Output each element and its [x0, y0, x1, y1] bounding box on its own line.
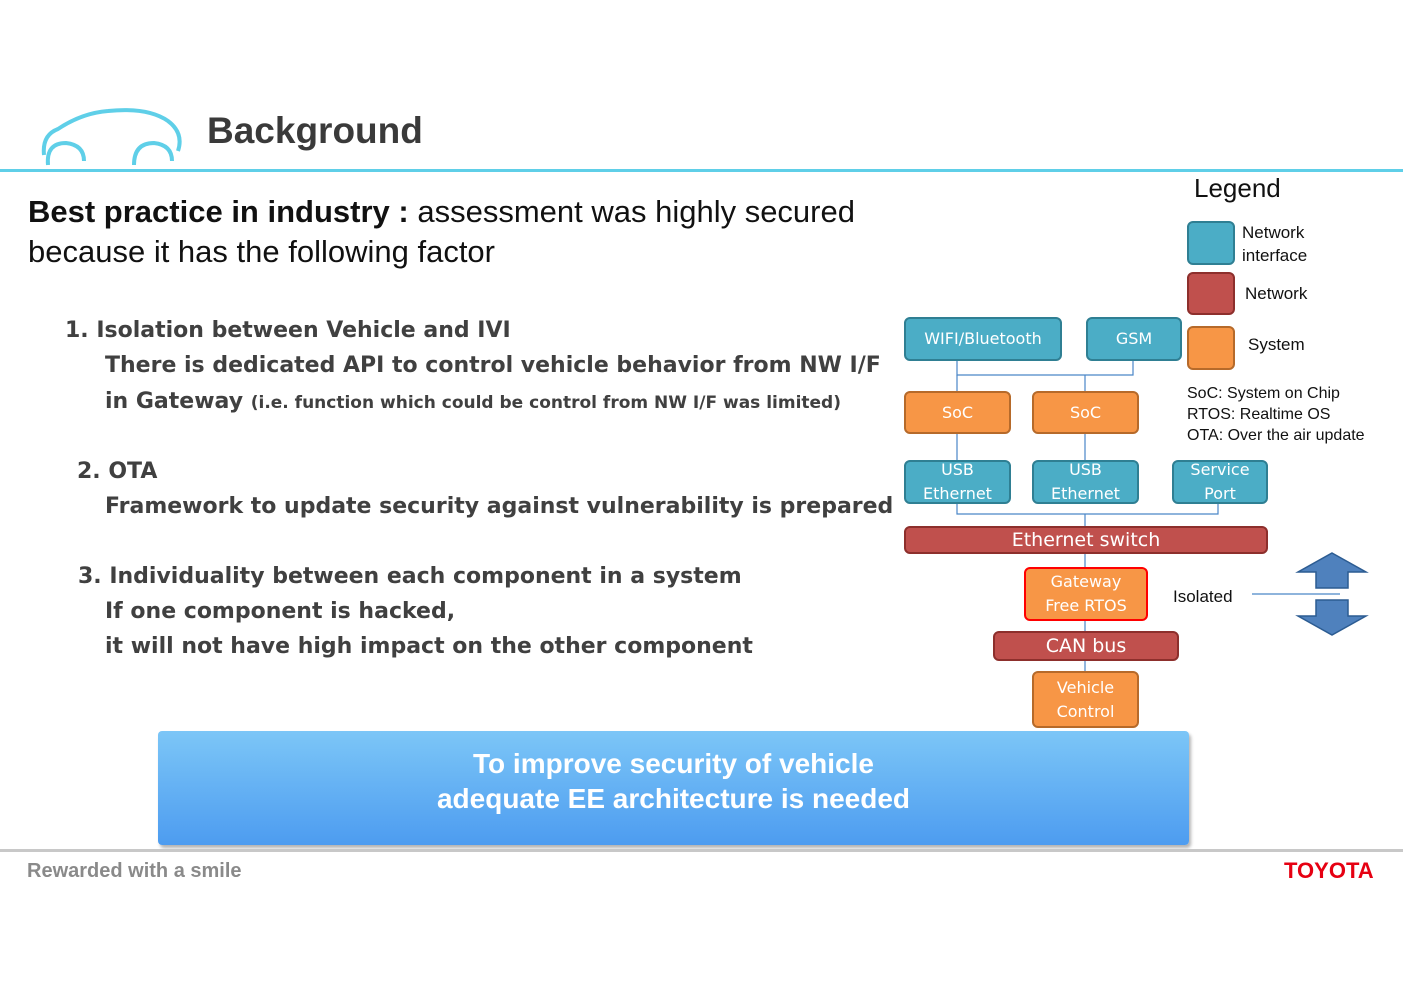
banner-line1: To improve security of vehicle [473, 748, 874, 779]
legend-swatch-system [1187, 326, 1235, 370]
arrow-down-icon [1295, 599, 1369, 636]
banner-line2: adequate EE architecture is needed [436, 783, 911, 814]
point-1-heading: 1. Isolation between Vehicle and IVI [65, 318, 511, 343]
footer-divider [0, 849, 1403, 852]
lead-text: Best practice in industry : assessment w… [28, 192, 928, 272]
legend-swatch-network-interface [1187, 221, 1235, 265]
footer-slogan: Rewarded with a smile [27, 860, 242, 882]
soc-box-1: SoC [904, 391, 1011, 434]
usb-ethernet-box-2: USB Ethernet [1032, 460, 1139, 504]
point-3-line1: If one component is hacked, [105, 599, 456, 624]
point-3-heading: 3. Individuality between each component … [78, 564, 742, 589]
abbrev-ota: OTA: Over the air update [1187, 427, 1365, 444]
can-bus-box: CAN bus [993, 631, 1179, 661]
lead-rest: assessment was highly secured [408, 194, 855, 229]
lead-bold: Best practice in industry : [28, 194, 409, 229]
arrow-up-icon [1295, 552, 1369, 589]
conclusion-banner: To improve security of vehicle adequate … [158, 731, 1189, 845]
vehicle-control-box: Vehicle Control [1032, 671, 1139, 728]
point-1-line2-note: (i.e. function which could be control fr… [250, 393, 841, 413]
legend-label-network-interface: Network interface [1242, 223, 1308, 265]
usb-ethernet-box-1: USB Ethernet [904, 460, 1011, 504]
point-3-line2: it will not have high impact on the othe… [105, 634, 753, 659]
legend-label-system: System [1248, 335, 1305, 354]
page-title: Background [207, 110, 423, 151]
abbrev-rtos: RTOS: Realtime OS [1187, 406, 1331, 423]
point-1-line2-main: in Gateway [105, 389, 244, 414]
point-2-line1: Framework to update security against vul… [105, 494, 894, 519]
ethernet-switch-box: Ethernet switch [904, 526, 1268, 554]
isolated-label: Isolated [1173, 587, 1233, 606]
header-divider [0, 169, 1403, 172]
gateway-box: Gateway Free RTOS [1024, 567, 1148, 621]
point-2-heading: 2. OTA [77, 459, 158, 484]
abbrev-soc: SoC: System on Chip [1187, 385, 1340, 402]
point-1-line2: in Gateway (i.e. function which could be… [105, 389, 841, 414]
car-logo-icon [41, 108, 182, 166]
point-1-line1: There is dedicated API to control vehicl… [105, 353, 881, 378]
legend-title: Legend [1194, 173, 1281, 203]
legend-swatch-network [1187, 272, 1235, 315]
legend-label-network: Network [1245, 284, 1308, 303]
legend-abbreviations: SoC: System on Chip RTOS: Realtime OS OT… [1187, 383, 1365, 446]
gsm-box: GSM [1086, 317, 1182, 361]
soc-box-2: SoC [1032, 391, 1139, 434]
wifi-bluetooth-box: WIFI/Bluetooth [904, 317, 1062, 361]
toyota-logo: TOYOTA [1284, 858, 1374, 883]
lead-line2: because it has the following factor [28, 234, 495, 269]
service-port-box: Service Port [1172, 460, 1268, 504]
